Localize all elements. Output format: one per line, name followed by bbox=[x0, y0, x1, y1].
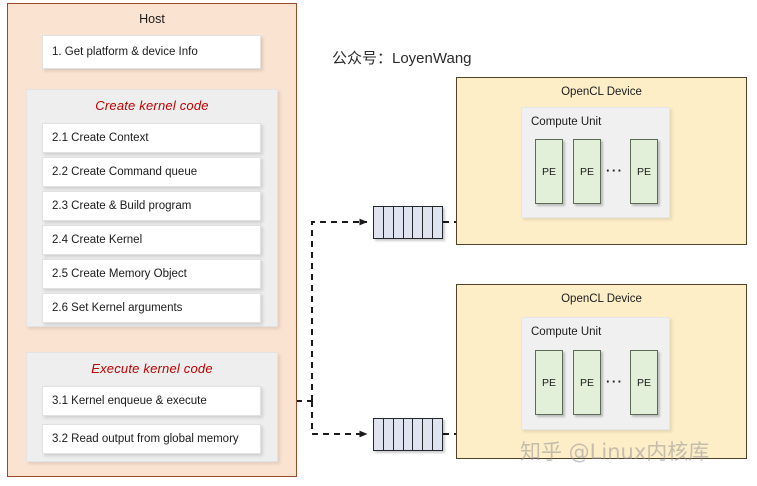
step-label: 2.4 Create Kernel bbox=[52, 234, 143, 246]
step-box-create-command-queue[interactable]: 2.2 Create Command queue bbox=[42, 157, 261, 187]
queue-cell bbox=[404, 419, 414, 450]
step-box-create-kernel[interactable]: 2.4 Create Kernel bbox=[42, 225, 261, 255]
watermark-top: 公众号：LoyenWang bbox=[332, 50, 472, 67]
step-box-create-context[interactable]: 2.1 Create Context bbox=[42, 123, 261, 153]
step-label: 1. Get platform & device Info bbox=[52, 46, 198, 58]
queue-cell bbox=[394, 207, 404, 238]
opencl-device-1-title: OpenCL Device bbox=[561, 86, 642, 98]
queue-cell bbox=[394, 419, 404, 450]
processing-element-2-3: PE bbox=[630, 350, 658, 415]
processing-element-1-1: PE bbox=[535, 139, 563, 204]
step-box-set-kernel-arguments[interactable]: 2.6 Set Kernel arguments bbox=[42, 293, 261, 323]
command-queue-bottom bbox=[373, 418, 443, 451]
queue-cell bbox=[413, 419, 424, 450]
step-label: 2.6 Set Kernel arguments bbox=[52, 302, 183, 314]
queue-cell bbox=[413, 207, 424, 238]
group-create-kernel-code-title: Create kernel code bbox=[95, 98, 209, 113]
processing-element-2-1: PE bbox=[535, 350, 563, 415]
processing-element-ellipsis-1: ··· bbox=[606, 163, 624, 178]
processing-element-1-2: PE bbox=[573, 139, 601, 204]
queue-cell bbox=[374, 207, 384, 238]
step-box-kernel-enqueue-execute[interactable]: 3.1 Kernel enqueue & execute bbox=[42, 386, 261, 416]
step-box-create-build-program[interactable]: 2.3 Create & Build program bbox=[42, 191, 261, 221]
step-label: 3.1 Kernel enqueue & execute bbox=[52, 395, 207, 407]
queue-cell bbox=[384, 419, 394, 450]
step-label: 3.2 Read output from global memory bbox=[52, 433, 239, 445]
queue-cell bbox=[423, 419, 434, 450]
group-execute-kernel-code-title: Execute kernel code bbox=[91, 361, 213, 376]
queue-cell bbox=[384, 207, 394, 238]
step-label: 2.2 Create Command queue bbox=[52, 166, 198, 178]
step-label: 2.1 Create Context bbox=[52, 132, 149, 144]
opencl-device-2-title: OpenCL Device bbox=[561, 293, 642, 305]
arrow-trunk-to-queue-bottom bbox=[311, 401, 368, 438]
step-box-get-platform-device-info[interactable]: 1. Get platform & device Info bbox=[42, 35, 261, 69]
command-queue-top bbox=[373, 206, 443, 239]
step-label: 2.5 Create Memory Object bbox=[52, 268, 187, 280]
host-title: Host bbox=[139, 12, 165, 26]
queue-cell bbox=[423, 207, 434, 238]
step-label: 2.3 Create & Build program bbox=[52, 200, 192, 212]
processing-element-2-2: PE bbox=[573, 350, 601, 415]
processing-element-ellipsis-2: ··· bbox=[606, 374, 624, 389]
queue-cell bbox=[404, 207, 414, 238]
processing-element-1-3: PE bbox=[630, 139, 658, 204]
compute-unit-1-title: Compute Unit bbox=[531, 116, 602, 128]
queue-cell bbox=[433, 207, 442, 238]
step-box-read-output-global-memory[interactable]: 3.2 Read output from global memory bbox=[42, 424, 261, 454]
arrow-trunk-to-queue-top bbox=[311, 218, 368, 401]
queue-cell bbox=[374, 419, 384, 450]
watermark-bottom: 知乎 @Linux内核库 bbox=[520, 440, 710, 464]
queue-cell bbox=[433, 419, 442, 450]
step-box-create-memory-object[interactable]: 2.5 Create Memory Object bbox=[42, 259, 261, 289]
compute-unit-2-title: Compute Unit bbox=[531, 326, 602, 338]
